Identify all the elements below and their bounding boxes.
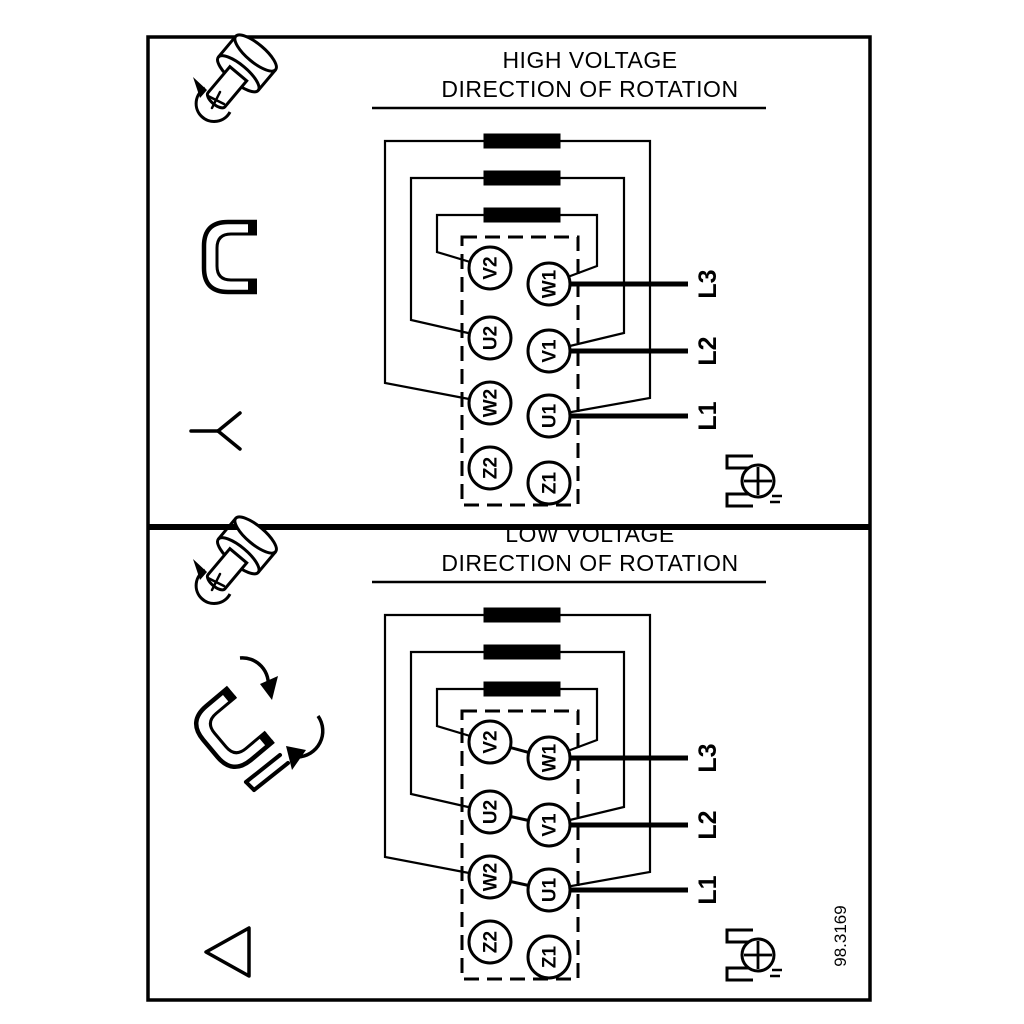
supply-line-l1: L1 [549,875,722,905]
terminal-w2: W2 [467,854,513,900]
terminal-label: Z1 [540,471,561,494]
terminal-label: U1 [540,877,561,902]
rotate-arrow-icon [239,656,278,700]
supply-line-label: L1 [694,875,722,904]
terminal-z1: Z1 [526,460,572,506]
rotate-arrow-icon [286,714,325,770]
delta-connection-icon [204,926,251,978]
winding-bars [483,607,561,697]
terminal-z1: Z1 [526,934,572,980]
terminal-label: W1 [540,269,561,298]
low-voltage-panel: LOW VOLTAGE DIRECTION OF ROTATION L3 [188,509,784,982]
supply-line-label: L1 [694,401,722,430]
jumper-move-icon [188,656,325,792]
terminal-label: V1 [540,339,561,363]
terminal-label: V2 [481,256,502,279]
terminal-v2: V2 [467,719,513,765]
terminal-label: V1 [540,813,561,837]
terminal-box [460,709,580,981]
terminal-label: U2 [481,800,502,824]
terminal-label: W1 [540,743,561,772]
terminal-w2: W2 [467,380,513,426]
terminal-w1: W1 [526,261,572,307]
panel-subtitle: DIRECTION OF ROTATION [441,76,738,102]
terminal-box [460,235,580,507]
star-connection-icon [189,411,242,451]
terminal-label: Z2 [481,931,502,953]
terminal-v2: V2 [467,245,513,291]
figure-number: 98.3169 [831,905,850,966]
terminal-u2: U2 [467,789,513,835]
supply-line-l3: L3 [549,269,722,299]
diagram-frame [146,35,872,1002]
terminal-u2: U2 [467,315,513,361]
supply-line-l2: L2 [549,810,722,840]
jumper-strap-icon [244,753,290,792]
supply-line-label: L2 [694,810,722,839]
panel-subtitle: DIRECTION OF ROTATION [441,550,738,576]
terminal-z2: Z2 [467,445,513,491]
terminal-label: Z1 [540,945,561,968]
winding-bars [483,133,561,223]
terminal-u1: U1 [526,867,572,913]
terminal-label: W2 [481,389,502,418]
supply-line-l3: L3 [549,743,722,773]
terminal-label: W2 [481,863,502,892]
supply-line-label: L2 [694,336,722,365]
winding-wires [383,139,652,418]
high-voltage-panel: HIGH VOLTAGE DIRECTION OF ROTATION L3 L2… [189,27,784,508]
terminal-z2: Z2 [467,919,513,965]
terminal-v1: V1 [526,802,572,848]
panel-title: HIGH VOLTAGE [502,47,677,73]
terminal-v1: V1 [526,328,572,374]
winding-wires [383,613,652,892]
terminal-u1: U1 [526,393,572,439]
supply-line-label: L3 [694,743,722,772]
terminal-w1: W1 [526,735,572,781]
supply-line-l1: L1 [549,401,722,431]
supply-line-label: L3 [694,269,722,298]
terminal-label: V2 [481,730,502,753]
terminal-label: U2 [481,326,502,350]
panel-title: LOW VOLTAGE [505,521,675,547]
terminal-label: Z2 [481,457,502,479]
supply-line-l2: L2 [549,336,722,366]
terminal-label: U1 [540,403,561,428]
